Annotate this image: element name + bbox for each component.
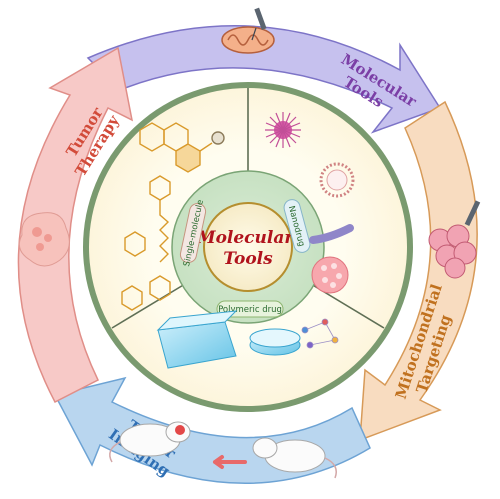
hydrogel-block-icon — [156, 310, 301, 369]
imaging-arrow-icon — [213, 455, 247, 469]
mouse-healthy-icon — [252, 437, 337, 479]
nanoparticle-cluster-with-syringe-icon — [428, 200, 481, 279]
mitochondrion-with-syringe-icon — [221, 7, 275, 54]
arrow-tumor-therapy-shape — [17, 46, 134, 404]
liposome-icon — [319, 162, 355, 198]
tumor-tissue-icon — [18, 212, 70, 267]
center-circle — [203, 202, 293, 292]
pill-polymeric-drug-label: Polymeric drug — [218, 305, 282, 315]
nanoparticle-sphere-icon — [311, 256, 349, 294]
mouse-labeled-icon — [109, 421, 191, 463]
polymer-network-icon — [301, 318, 339, 349]
micelle-icon — [265, 112, 301, 148]
center-title: Molecular Tools — [196, 228, 300, 269]
nanorod-icon — [309, 224, 354, 244]
molecule-structure-icon — [121, 122, 225, 311]
